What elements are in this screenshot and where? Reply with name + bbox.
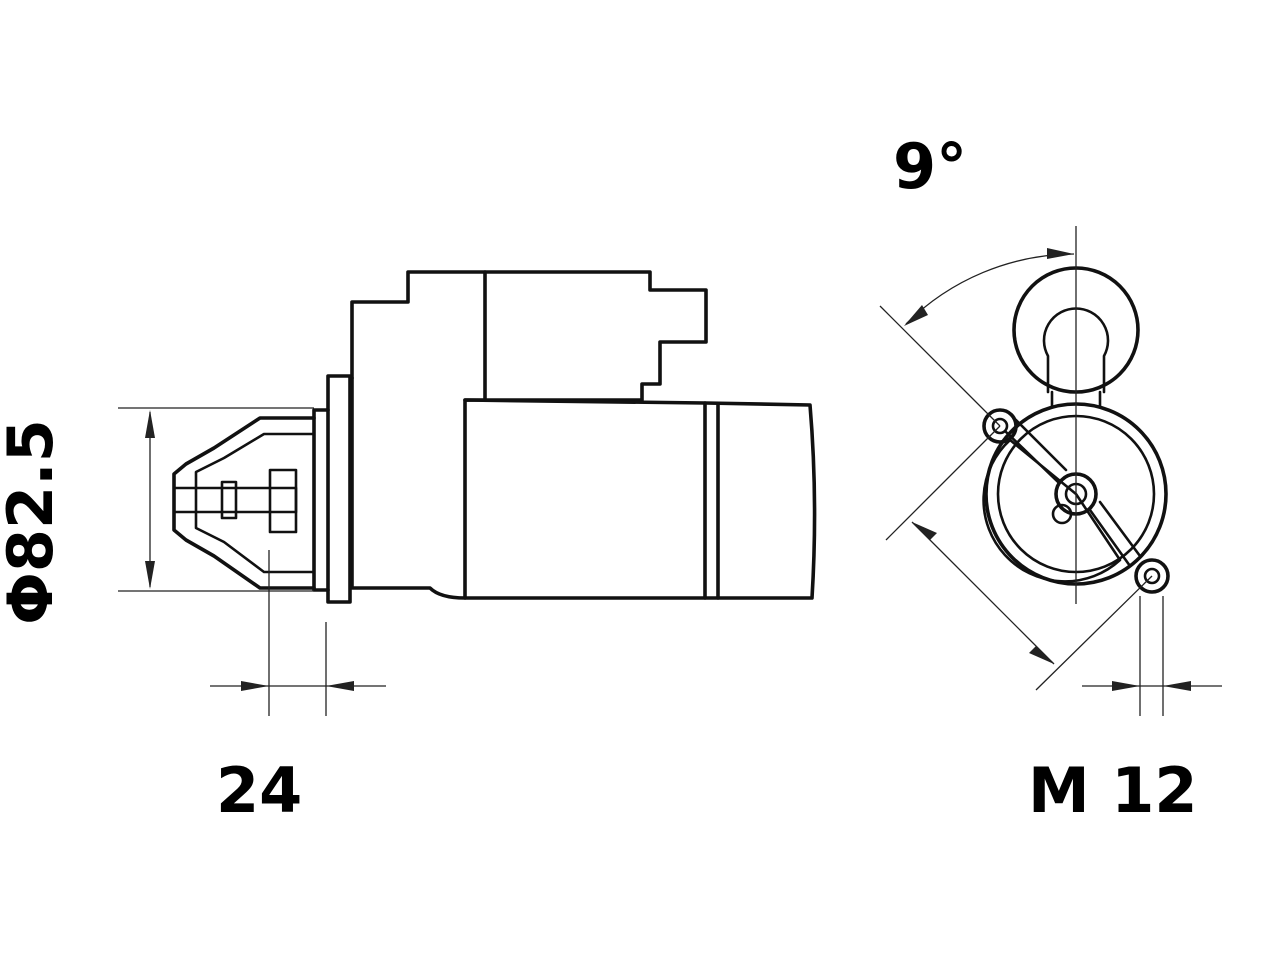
mount-boss-top: [982, 408, 1018, 444]
end-view: [879, 226, 1222, 716]
pinion-inner: [194, 432, 316, 574]
diameter-arrow-bottom: [145, 561, 155, 589]
thread-arrow-right: [1163, 681, 1191, 691]
side-view: [118, 270, 817, 716]
pinion-nose: [172, 416, 316, 590]
motor-body: [463, 398, 817, 600]
thread-label: M 12: [1028, 754, 1198, 827]
spacing-arrow-top: [912, 522, 937, 540]
length-arrow-right: [326, 681, 354, 691]
solenoid-neck: [1050, 390, 1102, 408]
brush-arm-lower: [1088, 500, 1142, 568]
spacing-dim-line: [911, 521, 1055, 665]
pinion-gear: [268, 468, 298, 534]
shaft-collar: [220, 480, 238, 520]
thread-arrow-left: [1112, 681, 1140, 691]
mount-hole-bottom: [1143, 567, 1161, 585]
angle-arc: [905, 253, 1075, 325]
diameter-arrow-top: [145, 410, 155, 438]
solenoid-cap: [483, 270, 708, 402]
diameter-text: Φ82.5: [0, 419, 67, 625]
angle-label: 9°: [893, 130, 968, 203]
solenoid-outline: [350, 270, 487, 402]
spacing-ext-top: [885, 425, 1001, 541]
length-arrow-left: [241, 681, 269, 691]
angle-ref-line: [879, 305, 1001, 427]
pinion-teeth: [1051, 503, 1073, 525]
flange-collar: [312, 408, 330, 592]
angle-arrow-right: [1047, 248, 1074, 259]
spacing-ext-bottom: [1035, 575, 1153, 691]
length-label: 24: [216, 754, 303, 827]
spacing-arrow-bottom: [1029, 646, 1054, 664]
diameter-label: Φ82.5: [0, 392, 67, 652]
angle-arrow-left: [904, 305, 928, 326]
mount-boss-bottom: [1134, 558, 1170, 594]
mounting-flange: [326, 374, 352, 604]
mount-hole-top: [991, 417, 1009, 435]
drive-housing: [350, 376, 467, 600]
brush-arm: [1004, 418, 1068, 484]
armature-sector: [982, 438, 1122, 583]
